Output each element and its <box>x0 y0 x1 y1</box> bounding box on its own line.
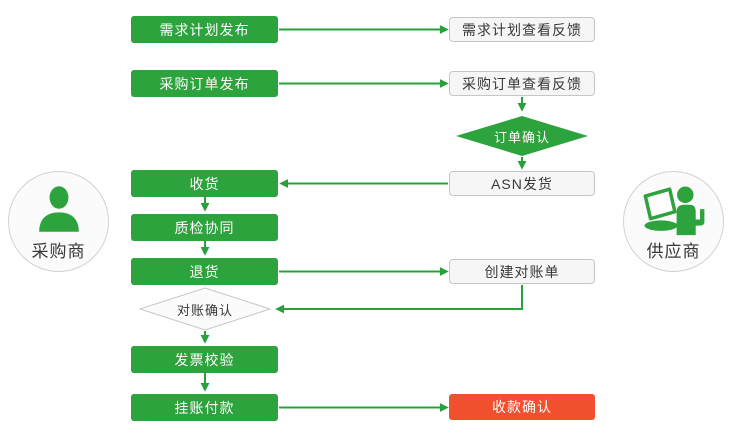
node-demand-plan-feedback: 需求计划查看反馈 <box>449 17 595 42</box>
node-return-goods: 退货 <box>131 258 278 285</box>
arrow-statement-to-reconciliation <box>275 285 523 314</box>
node-purchase-order-publish: 采购订单发布 <box>131 70 278 97</box>
node-account-payment: 挂账付款 <box>131 394 278 421</box>
decision-order-confirm-label: 订单确认 <box>493 129 550 145</box>
decision-reconciliation-confirm: 对账确认 <box>138 287 272 331</box>
node-receive-goods: 收货 <box>131 170 278 197</box>
node-asn-shipping: ASN发货 <box>449 171 595 196</box>
decision-reconciliation-label: 对账确认 <box>176 302 233 318</box>
node-purchase-order-feedback: 采购订单查看反馈 <box>449 71 595 96</box>
diamond-shape <box>138 287 272 331</box>
person-bust-icon <box>9 183 108 239</box>
buyer-label: 采购商 <box>31 242 86 261</box>
buyer-actor: 采购商 <box>8 171 109 272</box>
node-invoice-verification: 发票校验 <box>131 346 278 373</box>
node-demand-plan-publish: 需求计划发布 <box>131 16 278 43</box>
node-create-statement: 创建对账单 <box>449 259 595 284</box>
supplier-actor: 供应商 <box>623 171 724 272</box>
diamond-shape <box>456 116 588 156</box>
decision-order-confirm: 订单确认 <box>454 115 590 157</box>
person-at-computer-icon <box>624 183 723 237</box>
node-quality-inspection: 质检协同 <box>131 214 278 241</box>
supplier-label: 供应商 <box>646 242 701 261</box>
node-payment-receipt-confirm: 收款确认 <box>449 394 595 420</box>
